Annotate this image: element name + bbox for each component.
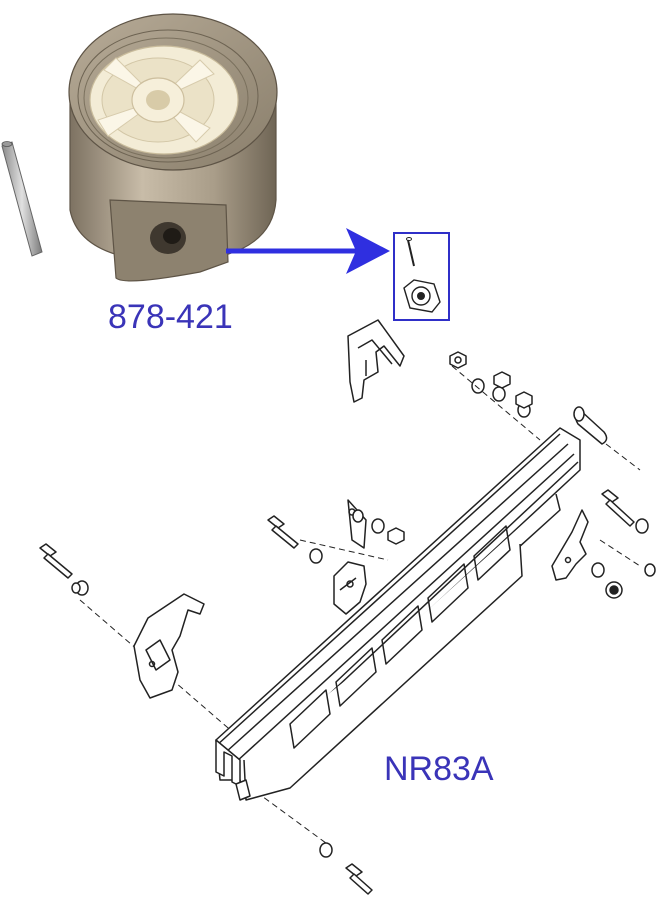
screw-set bbox=[39, 489, 656, 895]
pointer-arrow-icon bbox=[226, 228, 390, 274]
rail-windows bbox=[289, 525, 511, 749]
roll-pin-icon bbox=[1, 141, 43, 257]
callout-box bbox=[393, 232, 450, 321]
exploded-magazine-diagram bbox=[39, 319, 656, 895]
nut-set-top bbox=[449, 351, 533, 418]
spring-drum-icon bbox=[68, 13, 278, 282]
part-number-label: 878-421 bbox=[108, 298, 233, 336]
model-number-label: NR83A bbox=[384, 750, 494, 788]
